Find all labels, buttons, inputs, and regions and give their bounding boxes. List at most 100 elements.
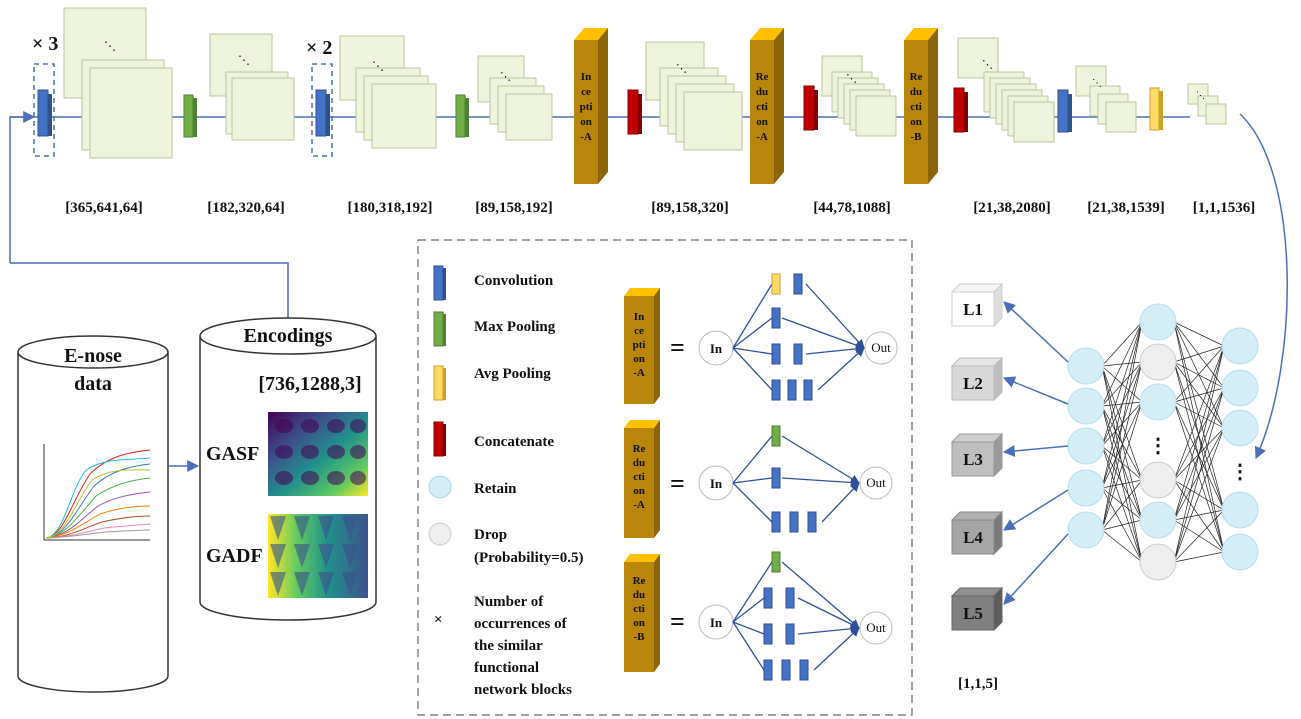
- svg-text:⋱: ⋱: [676, 63, 687, 75]
- svg-text:In: In: [710, 476, 723, 491]
- svg-text:Max Pooling: Max Pooling: [474, 319, 556, 335]
- svg-text:⋱: ⋱: [982, 59, 993, 71]
- module-inception-a: In ce pti on -A = In Out: [624, 273, 898, 404]
- dimension-labels: [365,641,64] [182,320,64] [180,318,192] …: [65, 200, 1255, 216]
- output-l5: L5: [950, 586, 1004, 632]
- concat-block-2: [803, 85, 818, 131]
- svg-text:cti: cti: [633, 471, 645, 483]
- svg-text:In: In: [581, 71, 591, 83]
- legend-max-pooling: Max Pooling: [433, 311, 556, 347]
- dim-label-2: [182,320,64]: [207, 200, 285, 216]
- svg-text:du: du: [633, 589, 645, 601]
- svg-text:pti: pti: [633, 339, 646, 351]
- svg-text:⋱: ⋱: [1196, 90, 1205, 100]
- output-l2: L2: [950, 356, 1004, 402]
- dim-label-3: [180,318,192]: [348, 200, 433, 216]
- svg-text:du: du: [633, 457, 645, 469]
- svg-text:cti: cti: [756, 101, 768, 113]
- module-reduction-a: Re du cti on -A = In Out: [624, 420, 893, 538]
- svg-text:Avg Pooling: Avg Pooling: [474, 366, 551, 382]
- data-section: E-nose data Encodi: [10, 262, 377, 693]
- svg-text:L3: L3: [963, 450, 983, 469]
- svg-text:L4: L4: [963, 528, 983, 547]
- enose-title-line2: data: [74, 373, 112, 395]
- svg-text:L1: L1: [963, 300, 983, 319]
- concat-block-1: [627, 89, 642, 135]
- conv-block-1: [37, 89, 52, 137]
- svg-text:du: du: [756, 86, 768, 98]
- dim-label-8: [21,38,1539]: [1087, 200, 1165, 216]
- output-l3: L3: [950, 432, 1004, 478]
- avgpool-block-1: [1149, 87, 1163, 131]
- svg-text:on: on: [633, 485, 645, 497]
- svg-text:L2: L2: [963, 374, 983, 393]
- feature-map-21-38-2080: ⋱: [957, 37, 1055, 143]
- svg-text:Concatenate: Concatenate: [474, 434, 554, 450]
- svg-text:In: In: [710, 615, 723, 630]
- enose-mini-plot: [43, 444, 151, 541]
- middle-layer-ellipsis: ⋮: [1148, 435, 1168, 457]
- output-dimension: [1,1,5]: [958, 676, 998, 692]
- svg-text:functional: functional: [474, 660, 539, 676]
- feature-map-1-1-1536: ⋱: [1187, 83, 1227, 125]
- svg-text:Out: Out: [866, 620, 886, 635]
- feature-map-182-320-64: ⋱: [209, 33, 295, 141]
- feature-map-89-158-320: ⋱: [645, 41, 743, 151]
- output-l4: L4: [950, 510, 1004, 556]
- svg-text:Out: Out: [866, 475, 886, 490]
- feature-map-21-38-1539: ⋱: [1075, 65, 1137, 133]
- concat-block-3: [953, 87, 968, 133]
- feature-map-365-641-64: ⋱: [63, 7, 173, 159]
- svg-text:-A: -A: [580, 131, 592, 143]
- svg-text:the similar: the similar: [474, 638, 543, 654]
- module-reduction-b: Re du cti on -B = In Out: [624, 551, 893, 681]
- legend-convolution: Convolution: [433, 265, 554, 301]
- gasf-label: GASF: [206, 443, 259, 465]
- gadf-label: GADF: [206, 545, 263, 567]
- svg-text:Drop: Drop: [474, 527, 507, 543]
- multiplier-x2: × 2: [306, 37, 332, 59]
- svg-text:Convolution: Convolution: [474, 273, 554, 289]
- svg-text:×: ×: [434, 612, 443, 628]
- dim-label-6: [44,78,1088]: [813, 200, 891, 216]
- dim-label-1: [365,641,64]: [65, 200, 143, 216]
- dim-label-5: [89,158,320]: [651, 200, 729, 216]
- enose-title-line1: E-nose: [64, 345, 122, 367]
- svg-text:⋱: ⋱: [500, 71, 511, 83]
- svg-text:ce: ce: [634, 325, 644, 337]
- feature-map-44-78-1088: ⋱: [821, 55, 897, 137]
- svg-text:Re: Re: [633, 443, 646, 455]
- svg-text:Re: Re: [633, 575, 646, 587]
- svg-text:ce: ce: [581, 86, 591, 98]
- repeat-box-x3: [33, 63, 55, 157]
- svg-text:on: on: [633, 353, 645, 365]
- legend-drop: Drop (Probability=0.5): [428, 522, 584, 566]
- legend-occurrences: × Number of occurrences of the similar f…: [434, 594, 572, 698]
- dense-network: ⋮ ⋮: [1002, 301, 1259, 605]
- svg-text:⋱: ⋱: [104, 39, 116, 53]
- svg-text:⋱: ⋱: [1092, 78, 1102, 89]
- dim-label-9: [1,1,1536]: [1193, 200, 1256, 216]
- svg-text:Re: Re: [756, 71, 769, 83]
- legend-retain: Retain: [428, 475, 517, 499]
- svg-text:(Probability=0.5): (Probability=0.5): [474, 550, 584, 566]
- top-pipeline: × 3 ⋱ ⋱ × 2: [9, 7, 1288, 460]
- maxpool-block-1: [183, 94, 197, 138]
- svg-text:-A: -A: [633, 367, 645, 379]
- legend-panel: Convolution Max Pooling Avg Pooling Conc…: [417, 239, 913, 716]
- output-labels: L1 L2 L3 L4 L5 [1,1,5]: [950, 282, 1004, 692]
- legend-concatenate: Concatenate: [433, 421, 554, 457]
- svg-text:=: =: [670, 333, 685, 362]
- svg-text:on: on: [633, 617, 645, 629]
- encodings-title: Encodings: [244, 325, 333, 347]
- inception-a-block: In ce pti on -A: [574, 28, 608, 184]
- reduction-b-block: Re du cti on -B: [904, 28, 938, 184]
- conv-block-2: [315, 89, 330, 137]
- svg-text:L5: L5: [963, 604, 983, 623]
- conv-block-3: [1057, 89, 1072, 133]
- to-dense-arrow: [1239, 113, 1288, 460]
- svg-text:on: on: [756, 116, 768, 128]
- svg-text:Retain: Retain: [474, 481, 517, 497]
- svg-text:cti: cti: [910, 101, 922, 113]
